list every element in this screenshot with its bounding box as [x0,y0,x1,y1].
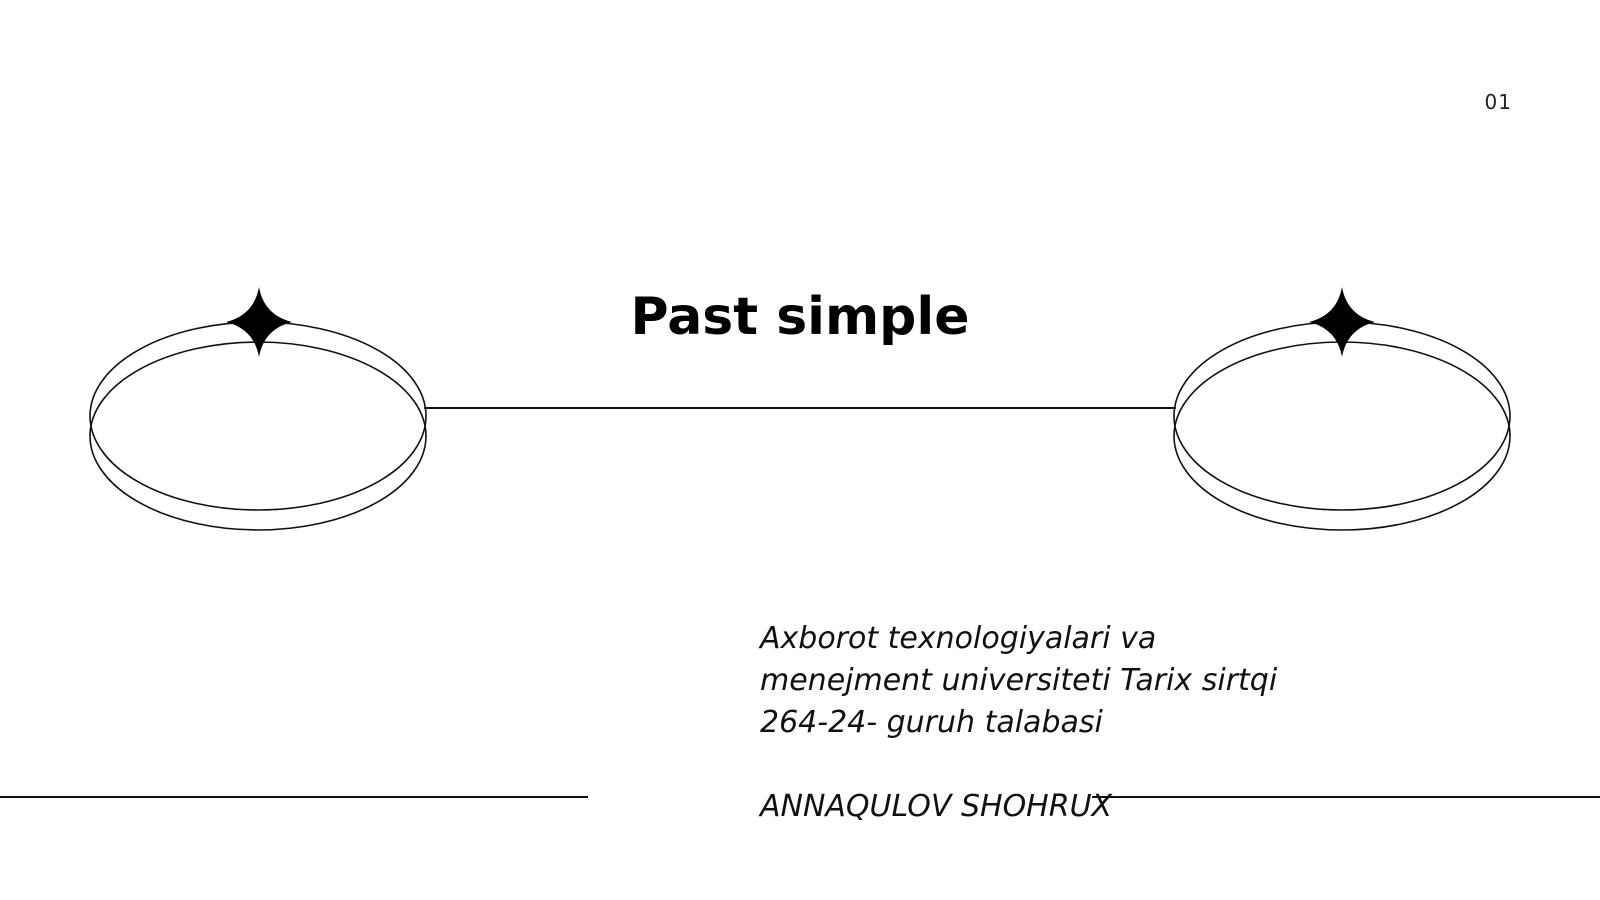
author-name: ANNAQULOV SHOHRUX [760,789,1113,824]
left-ring [89,321,427,531]
subtitle-line-3: 264-24- guruh talabasi [760,705,1103,740]
slide-number: 01 [1484,90,1512,114]
subtitle-line-1: Axborot texnologiyalari va [760,621,1157,656]
left-star-icon [226,287,292,357]
subtitle-block: Axborot texnologiyalari va menejment uni… [760,618,1320,828]
subtitle-spacer [760,744,1320,786]
subtitle-line-2: menejment universiteti Tarix sirtqi [760,663,1278,698]
right-star-icon [1309,287,1375,357]
slide-title: Past simple [630,287,970,347]
